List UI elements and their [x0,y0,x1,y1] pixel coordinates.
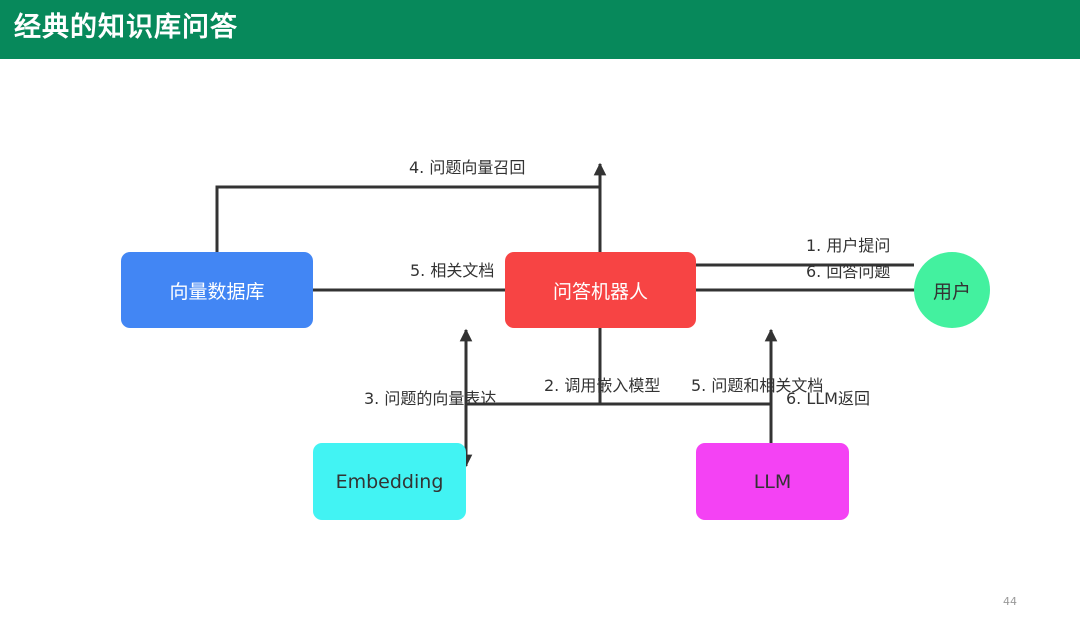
llm-node: LLM [696,443,849,520]
label-llm-return: 6. LLM返回 [786,389,870,408]
embedding-label: Embedding [335,470,444,493]
label-answer: 6. 回答问题 [806,262,891,281]
embedding-node: Embedding [313,443,466,520]
label-related-docs: 5. 相关文档 [410,261,495,280]
label-user-question: 1. 用户提问 [806,236,891,255]
llm-label: LLM [753,470,792,493]
label-recall: 4. 问题向量召回 [409,158,526,177]
slide-title: 经典的知识库问答 [14,12,238,43]
label-call-embedding: 2. 调用嵌入模型 [544,376,661,395]
page-number: 44 [1003,595,1017,608]
user-node: 用户 [914,252,990,328]
label-question-docs: 5. 问题和相关文档 [691,376,824,395]
vector-db-node: 向量数据库 [121,252,313,328]
edge-recall [210,185,600,275]
slide-header: 经典的知识库问答 [0,0,1080,59]
qa-bot-node: 问答机器人 [505,252,696,328]
label-vector-expr: 3. 问题的向量表达 [364,389,497,408]
qa-bot-label: 问答机器人 [552,280,648,303]
vector-db-label: 向量数据库 [169,280,265,303]
user-label: 用户 [932,280,971,303]
